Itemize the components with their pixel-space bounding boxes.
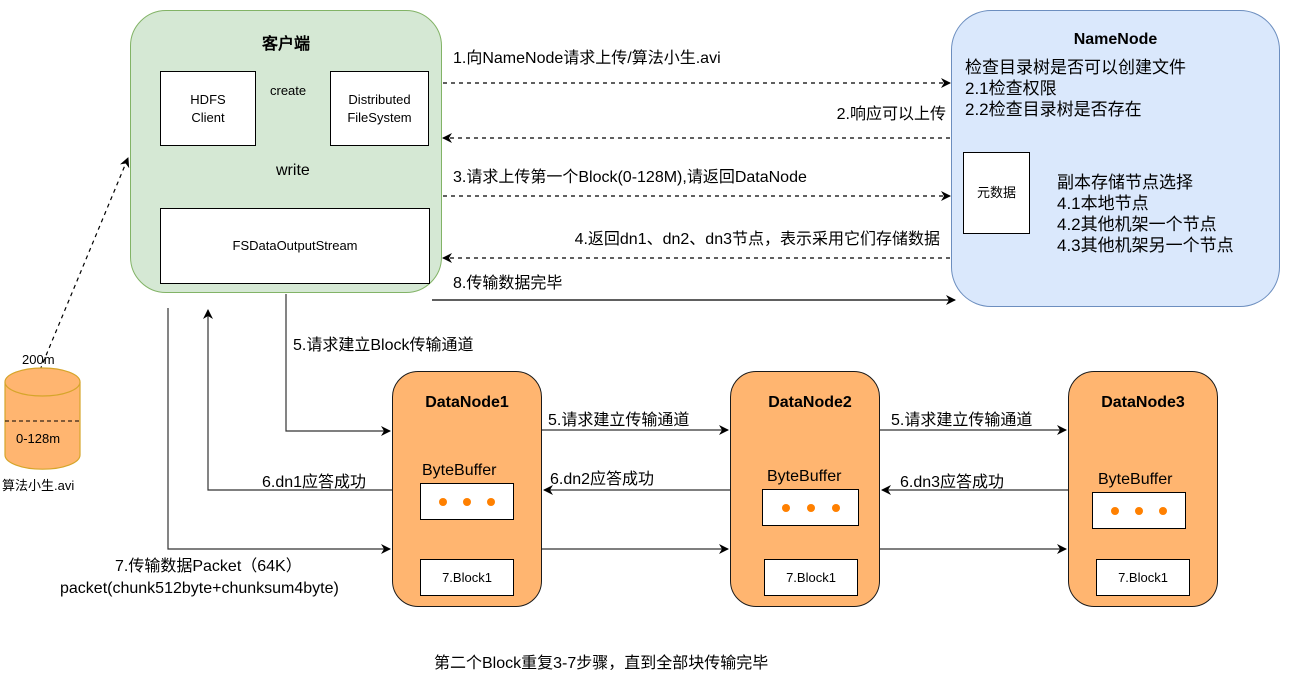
datanode1-buffer-label: ByteBuffer — [422, 462, 497, 479]
namenode-title: NameNode — [1073, 31, 1158, 48]
distributed-filesystem-box[interactable]: Distributed FileSystem — [330, 71, 429, 146]
datanode3-title: DataNode3 — [1101, 394, 1185, 411]
datanode1-block-label: 7.Block1 — [442, 569, 492, 585]
fsdataoutputstream-label: FSDataOutputStream — [232, 238, 358, 253]
metadata-label: 元数据 — [976, 185, 1016, 200]
packet-dot-icon — [1135, 506, 1143, 515]
packet-dot-icon — [439, 497, 447, 506]
namenode-check-line: 2.2检查目录树是否存在 — [965, 100, 1142, 119]
file-cylinder — [4, 367, 81, 470]
step6-dn1-label: 6.dn1应答成功 — [262, 474, 367, 491]
packet-dot-icon — [1159, 506, 1167, 515]
hdfs-client-box[interactable]: HDFS Client — [160, 71, 256, 146]
file-upload-arrow — [39, 157, 130, 371]
datanode2-title: DataNode2 — [768, 394, 852, 411]
step2-label: 2.响应可以上传 — [836, 106, 946, 123]
datanode3-buffer-label: ByteBuffer — [1098, 471, 1173, 488]
datanode2-bytebuffer[interactable] — [762, 489, 859, 526]
namenode-check-line: 2.1检查权限 — [965, 79, 1057, 98]
packet-dot-icon — [831, 503, 840, 512]
packet-dot-icon — [806, 503, 815, 512]
packet-dot-icon — [1111, 506, 1119, 515]
step8-label: 8.传输数据完毕 — [453, 275, 563, 292]
packet-dot-icon — [487, 497, 495, 506]
datanode1-bytebuffer[interactable] — [420, 483, 514, 520]
file-block-range-label: 0-128m — [16, 431, 61, 446]
footer-note: 第二个Block重复3-7步骤，直到全部块传输完毕 — [434, 655, 769, 672]
replica-line: 4.2其他机架一个节点 — [1057, 215, 1217, 234]
hdfs-client-label: HDFS Client — [190, 91, 226, 125]
replica-line: 副本存储节点选择 — [1057, 173, 1193, 192]
step5-dn23-label: 5.请求建立传输通道 — [891, 412, 1033, 429]
step1-label: 1.向NameNode请求上传/算法小生.avi — [453, 50, 721, 67]
buffer-packets — [1093, 506, 1185, 515]
step6-dn3-label: 6.dn3应答成功 — [900, 474, 1005, 491]
buffer-packets — [763, 503, 858, 512]
datanode2-buffer-label: ByteBuffer — [767, 468, 842, 485]
replica-selection: 副本存储节点选择 4.1本地节点 4.2其他机架一个节点 4.3其他机架另一个节… — [1057, 172, 1234, 256]
file-size-label: 200m — [22, 352, 55, 367]
step7-label-line1: 7.传输数据Packet（64K） — [115, 558, 302, 575]
datanode2-block-label: 7.Block1 — [786, 569, 836, 585]
datanode2-block-box[interactable]: 7.Block1 — [764, 559, 858, 596]
write-label: write — [276, 162, 310, 179]
distributed-filesystem-label: Distributed FileSystem — [347, 91, 412, 125]
datanode1-block-box[interactable]: 7.Block1 — [420, 559, 514, 596]
step5-dn12-label: 5.请求建立传输通道 — [548, 412, 690, 429]
packet-dot-icon — [463, 497, 471, 506]
replica-line: 4.1本地节点 — [1057, 194, 1149, 213]
datanode3-bytebuffer[interactable] — [1092, 492, 1186, 529]
step7-label-line2: packet(chunk512byte+chunksum4byte) — [60, 580, 339, 597]
step3-label: 3.请求上传第一个Block(0-128M),请返回DataNode — [453, 169, 807, 186]
step5-client-label: 5.请求建立Block传输通道 — [293, 337, 474, 354]
fsdataoutputstream-box[interactable]: FSDataOutputStream — [160, 208, 430, 284]
namenode-check-line: 检查目录树是否可以创建文件 — [965, 58, 1186, 77]
metadata-box[interactable]: 元数据 — [963, 152, 1030, 234]
step4-label: 4.返回dn1、dn2、dn3节点，表示采用它们存储数据 — [574, 231, 940, 248]
buffer-packets — [421, 497, 513, 506]
datanode3-block-label: 7.Block1 — [1118, 569, 1168, 585]
datanode1-title: DataNode1 — [425, 394, 509, 411]
client-title: 客户端 — [261, 36, 310, 53]
datanode3-block-box[interactable]: 7.Block1 — [1096, 559, 1190, 596]
create-label: create — [270, 83, 307, 98]
step6-dn2-label: 6.dn2应答成功 — [550, 471, 655, 488]
packet-dot-icon — [781, 503, 790, 512]
file-name-label: 算法小生.avi — [2, 478, 75, 493]
step5-client-arrow — [285, 294, 391, 436]
namenode-checks: 检查目录树是否可以创建文件 2.1检查权限 2.2检查目录树是否存在 — [965, 57, 1186, 120]
replica-line: 4.3其他机架另一个节点 — [1057, 236, 1234, 255]
step7-client-arrow — [167, 308, 391, 554]
step6-dn1-arrow — [203, 309, 392, 491]
